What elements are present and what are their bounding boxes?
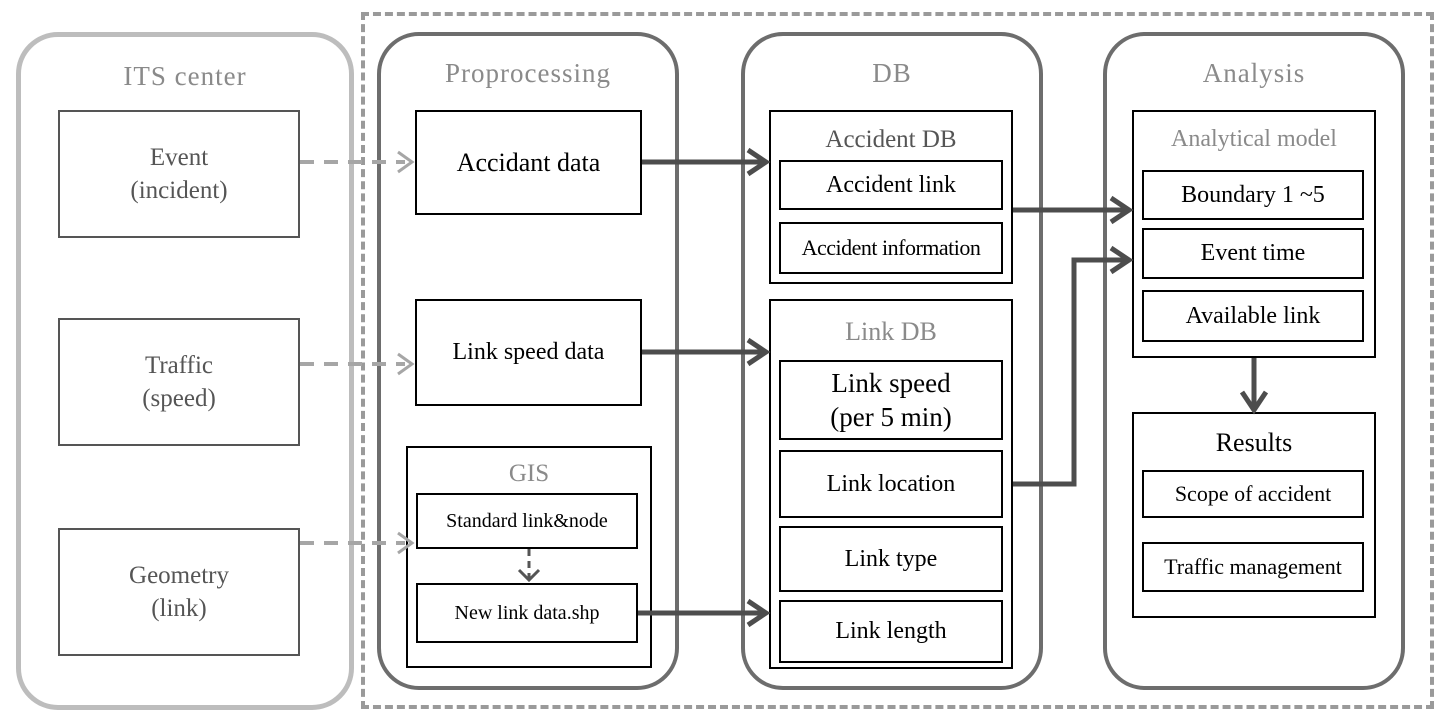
link-location-to-model-connector: [1013, 257, 1127, 487]
traffic-box: Traffic (speed): [58, 318, 300, 446]
traffic-management-label: Traffic management: [1164, 554, 1342, 579]
db-panel: DB: [741, 32, 1043, 690]
results-title: Results: [1215, 428, 1293, 457]
scope-of-accident-box: Scope of accident: [1142, 470, 1364, 518]
accident-db-title: Accident DB: [825, 126, 957, 153]
geometry-box: Geometry (link): [58, 528, 300, 656]
event-time-label: Event time: [1200, 240, 1306, 266]
accident-link-box: Accident link: [779, 160, 1003, 210]
traffic-management-box: Traffic management: [1142, 542, 1364, 592]
its-center-title: ITS center: [123, 61, 247, 91]
accident-data-to-db-arrow-head: [746, 147, 771, 177]
accident-link-label: Accident link: [826, 171, 956, 198]
event-sublabel: (incident): [130, 177, 228, 204]
traffic-label: Traffic: [144, 352, 214, 379]
link-speed-box: Link speed (per 5 min): [779, 360, 1003, 440]
accident-information-label: Accident information: [801, 235, 981, 260]
geometry-label: Geometry: [129, 562, 229, 589]
link-location-to-model-arrow-head: [1109, 245, 1134, 275]
its-center-panel: ITS center: [16, 32, 354, 710]
db-title: DB: [872, 58, 912, 88]
system-dashed-frame: [361, 12, 1434, 709]
link-speed-sublabel: (per 5 min): [830, 402, 952, 432]
event-box: Event (incident): [58, 110, 300, 238]
link-speed-to-db-arrow-head: [746, 337, 771, 367]
event-label: Event: [149, 144, 209, 171]
link-length-box: Link length: [779, 600, 1003, 663]
event-time-box: Event time: [1142, 228, 1364, 279]
boundary-label: Boundary 1 ~5: [1181, 181, 1325, 208]
link-speed-data-box: Link speed data: [415, 299, 642, 406]
gis-title: GIS: [508, 460, 550, 487]
new-link-data-box: New link data.shp: [416, 583, 638, 643]
available-link-label: Available link: [1185, 302, 1321, 329]
geometry-arrow-head: [397, 531, 415, 555]
standard-link-node-box: Standard link&node: [416, 493, 638, 549]
preprocessing-title: Proprocessing: [445, 58, 611, 88]
accident-data-label: Accidant data: [456, 147, 601, 177]
link-db-title: Link DB: [845, 317, 937, 346]
standard-to-new-link-arrow-head: [517, 568, 541, 583]
link-type-label: Link type: [844, 545, 938, 572]
model-to-results-arrow-head: [1239, 390, 1269, 415]
new-link-data-label: New link data.shp: [454, 601, 600, 624]
scope-of-accident-label: Scope of accident: [1174, 481, 1332, 506]
event-arrow-head: [397, 150, 415, 174]
geometry-sublabel: (link): [151, 595, 207, 622]
link-speed-data-label: Link speed data: [452, 339, 605, 365]
accident-link-to-model-arrow-head: [1109, 195, 1134, 225]
link-length-label: Link length: [835, 618, 947, 644]
accident-information-box: Accident information: [779, 222, 1003, 274]
link-location-label: Link location: [826, 470, 956, 497]
link-type-box: Link type: [779, 526, 1003, 592]
link-location-box: Link location: [779, 450, 1003, 518]
analysis-title: Analysis: [1202, 58, 1306, 88]
new-link-to-length-arrow-head: [746, 598, 771, 628]
available-link-box: Available link: [1142, 290, 1364, 342]
analytical-model-title: Analytical model: [1171, 126, 1337, 152]
accident-data-box: Accidant data: [415, 110, 642, 215]
traffic-sublabel: (speed): [142, 385, 216, 412]
analysis-panel: Analysis: [1103, 32, 1405, 690]
standard-link-node-label: Standard link&node: [446, 509, 608, 532]
preprocessing-panel: Proprocessing: [377, 32, 679, 690]
traffic-arrow-head: [397, 352, 415, 376]
link-speed-label: Link speed: [831, 368, 951, 398]
boundary-box: Boundary 1 ~5: [1142, 170, 1364, 220]
